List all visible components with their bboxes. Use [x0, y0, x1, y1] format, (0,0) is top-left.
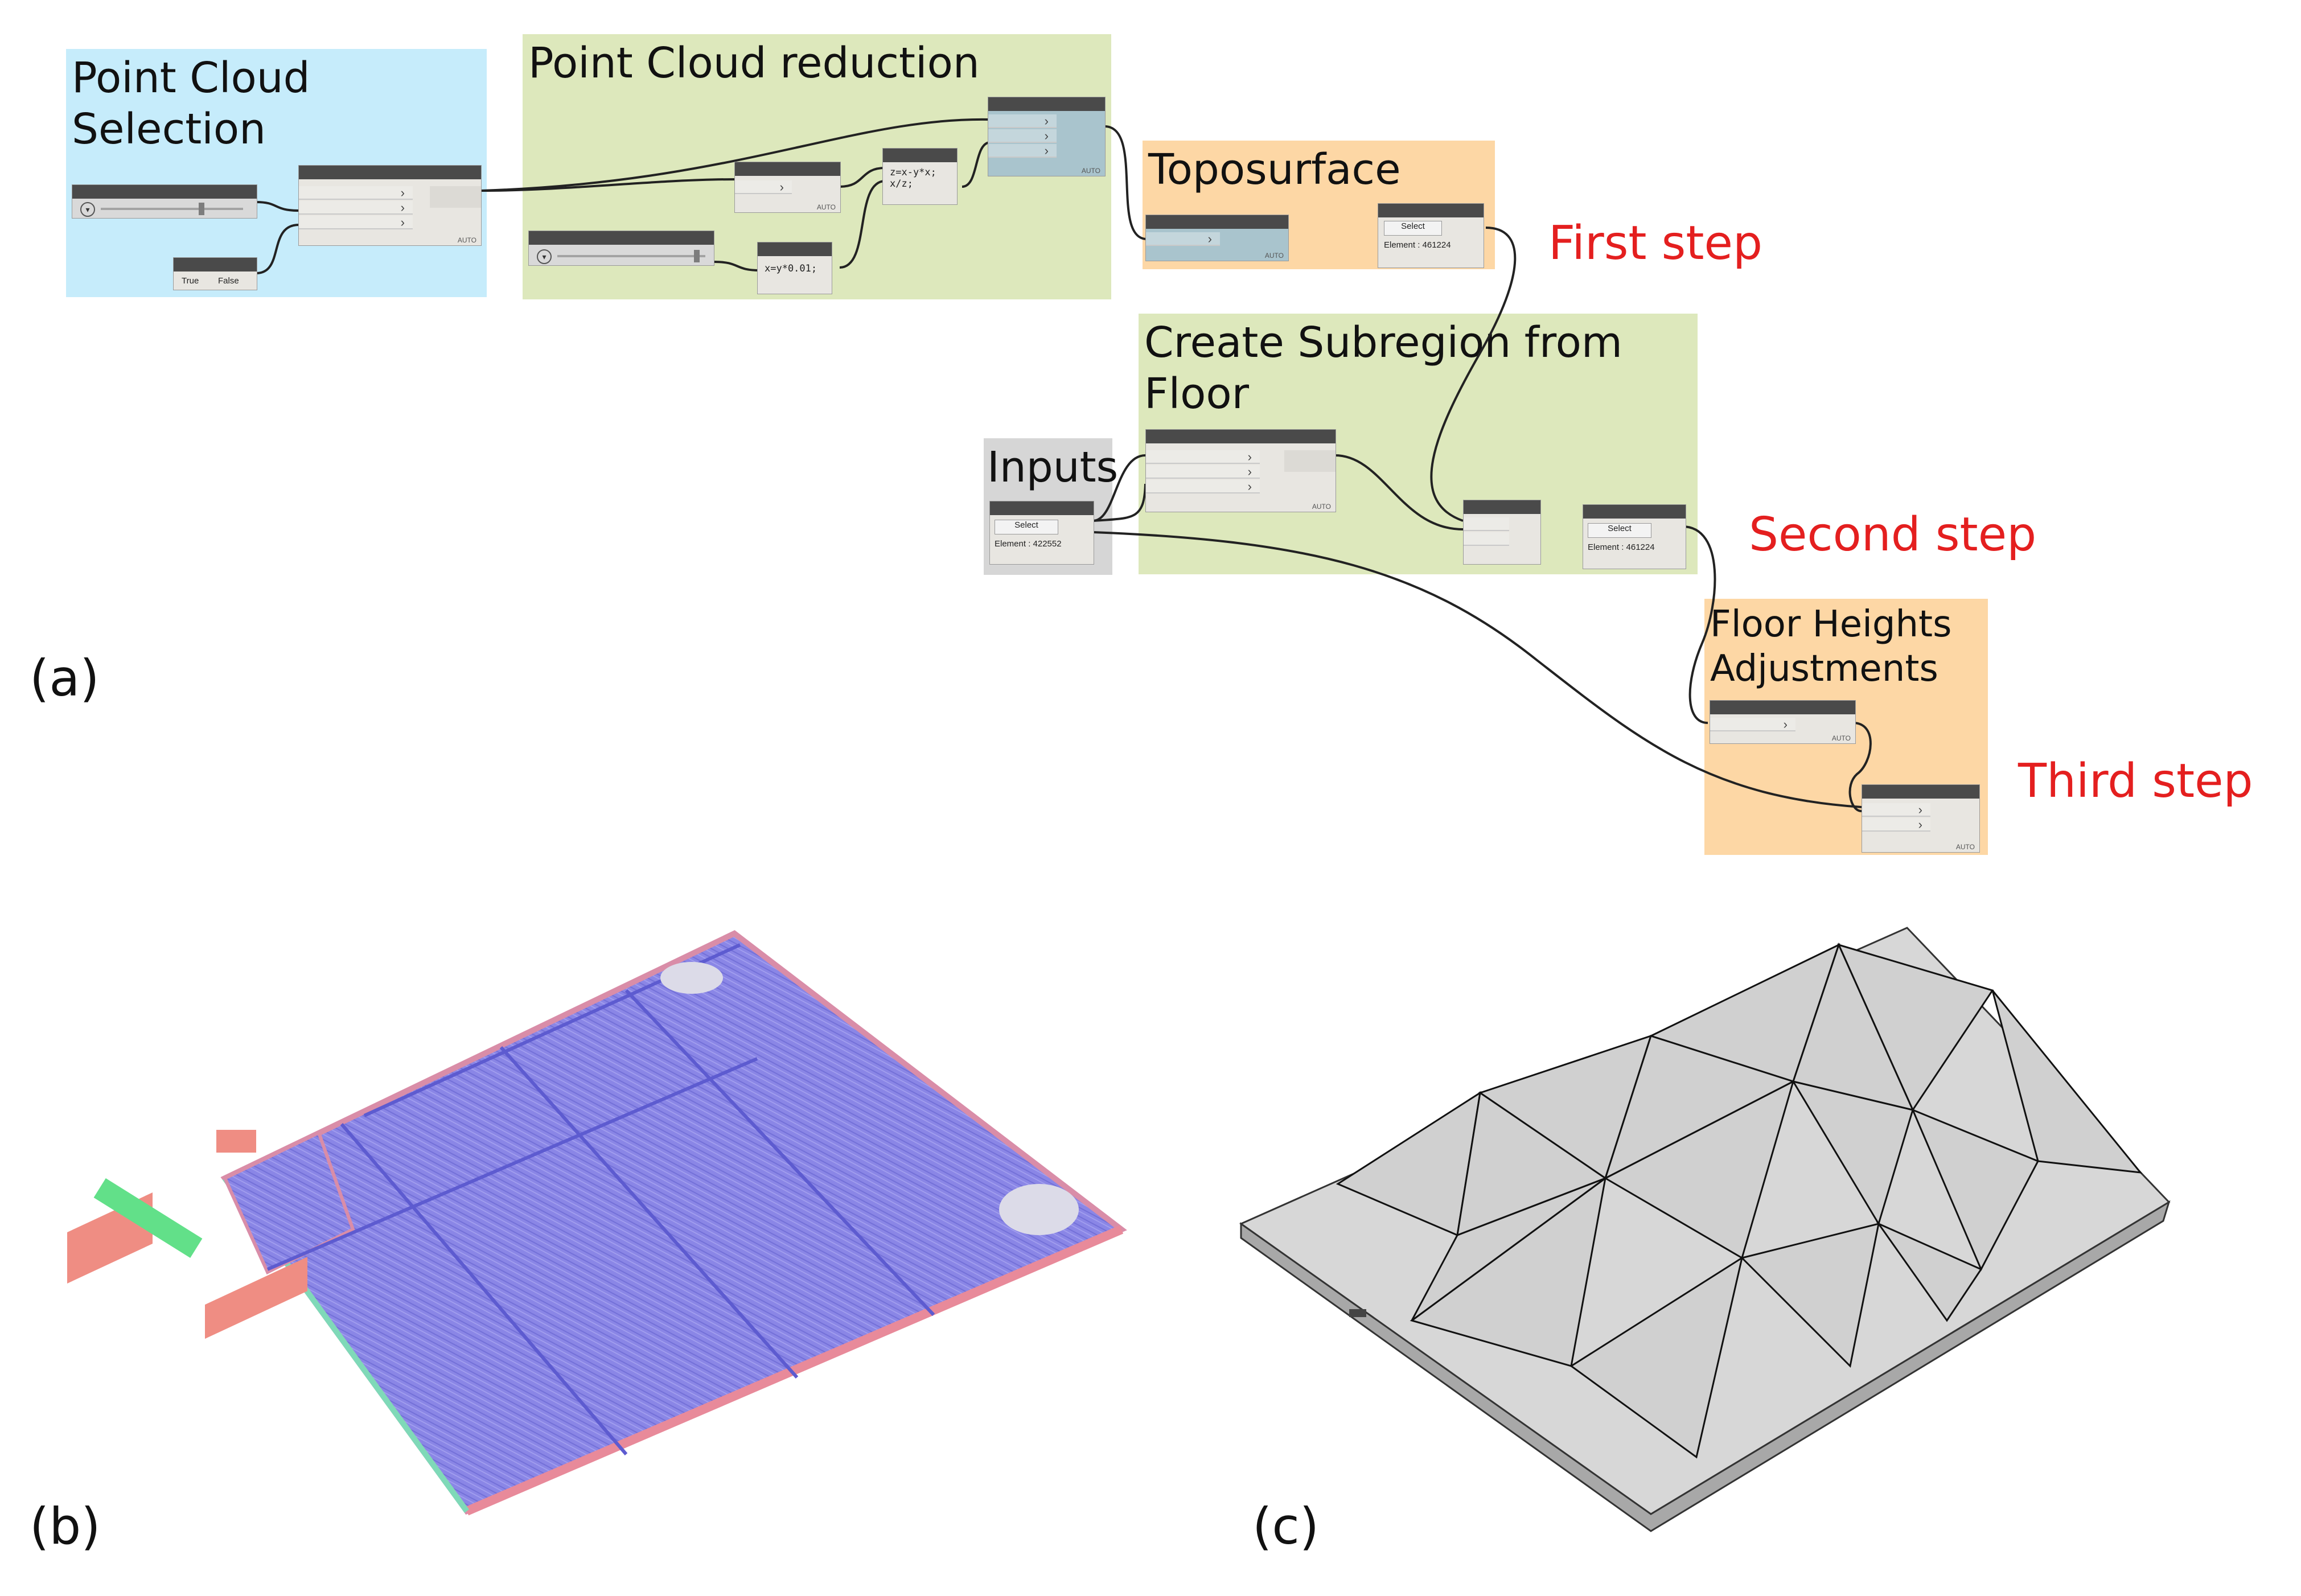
- topo-element-id: Element : 461224: [1384, 240, 1451, 250]
- toggle-true-label[interactable]: True: [182, 276, 199, 286]
- stair-green: [93, 1178, 203, 1258]
- wire: [839, 180, 886, 269]
- wire: [1334, 454, 1464, 530]
- panel-label-b: (b): [30, 1497, 101, 1556]
- wire: [1092, 483, 1147, 522]
- wire: [962, 141, 991, 188]
- set-heights-node[interactable]: › › AUTO: [1862, 784, 1980, 853]
- boolean-toggle-node[interactable]: True False: [173, 257, 257, 290]
- wire: [1092, 531, 1862, 808]
- floor-profile-node[interactable]: › › › AUTO: [1145, 429, 1336, 512]
- inputs-element-id: Element : 422552: [995, 539, 1062, 549]
- panel-label-a: (a): [30, 649, 100, 707]
- list-map-node[interactable]: › › › AUTO: [988, 97, 1106, 176]
- scan-hole: [999, 1184, 1079, 1235]
- select-button[interactable]: Select: [1384, 221, 1442, 236]
- slider-thumb[interactable]: [199, 203, 204, 215]
- wire: [256, 201, 299, 212]
- panel-label-c: (c): [1252, 1497, 1320, 1556]
- slab-notch: [1349, 1309, 1366, 1317]
- code-block-formula[interactable]: z=x-y*x; x/z;: [882, 148, 958, 205]
- wire: [714, 261, 761, 272]
- stair-red: [216, 1130, 256, 1153]
- select-button[interactable]: Select: [1588, 523, 1651, 538]
- step-label-third: Third step: [2018, 754, 2253, 808]
- chevron-down-icon[interactable]: ▾: [80, 202, 95, 217]
- toggle-false-label[interactable]: False: [218, 276, 239, 286]
- chevron-down-icon[interactable]: ▾: [537, 249, 552, 264]
- wire: [1092, 454, 1146, 522]
- step-label-second: Second step: [1749, 508, 2037, 562]
- point-cloud-seams: [266, 943, 935, 1455]
- floor-heights-node[interactable]: › AUTO: [1710, 700, 1856, 744]
- wire: [1682, 525, 1716, 724]
- scan-hole: [660, 962, 723, 994]
- step-label-first: First step: [1548, 216, 1763, 270]
- wire: [839, 167, 886, 188]
- point-cloud-slider[interactable]: ▾: [72, 184, 257, 219]
- wire: [1104, 125, 1148, 240]
- code-formula-text[interactable]: z=x-y*x; x/z;: [890, 167, 936, 190]
- code-block-scale[interactable]: x=y*0.01;: [757, 242, 832, 294]
- group-title-toposurface: Toposurface: [1148, 145, 1401, 194]
- wire: [256, 224, 299, 274]
- wire: [1848, 722, 1872, 812]
- sub-element-id: Element : 461224: [1588, 542, 1655, 552]
- reduction-slider[interactable]: ▾: [528, 231, 714, 266]
- select-button[interactable]: Select: [995, 520, 1058, 534]
- slider-thumb[interactable]: [694, 250, 700, 262]
- toposurface-node[interactable]: › AUTO: [1145, 215, 1289, 261]
- code-scale-text[interactable]: x=y*0.01;: [765, 263, 817, 274]
- group-title-reduction: Point Cloud reduction: [528, 39, 980, 88]
- create-subregion-node[interactable]: [1463, 500, 1541, 565]
- sub-select-node[interactable]: Select Element : 461224: [1583, 504, 1686, 569]
- topo-select-node[interactable]: Select Element : 461224: [1378, 203, 1484, 268]
- group-title-inputs: Inputs: [987, 443, 1119, 492]
- wire: [1430, 227, 1517, 522]
- point-cloud-node[interactable]: › › › AUTO: [298, 165, 482, 246]
- point-cloud-edge: [465, 1225, 1124, 1516]
- inputs-select-node[interactable]: Select Element : 422552: [989, 501, 1094, 565]
- group-title-selection: Point Cloud Selection: [72, 54, 310, 154]
- function-node[interactable]: › AUTO: [734, 162, 841, 213]
- stair-red: [205, 1257, 307, 1339]
- mesh-triangles: [1336, 942, 2143, 1459]
- point-cloud-wing: [223, 1130, 355, 1275]
- wire: [480, 118, 991, 192]
- group-title-floor-heights: Floor Heights Adjustments: [1710, 603, 1952, 690]
